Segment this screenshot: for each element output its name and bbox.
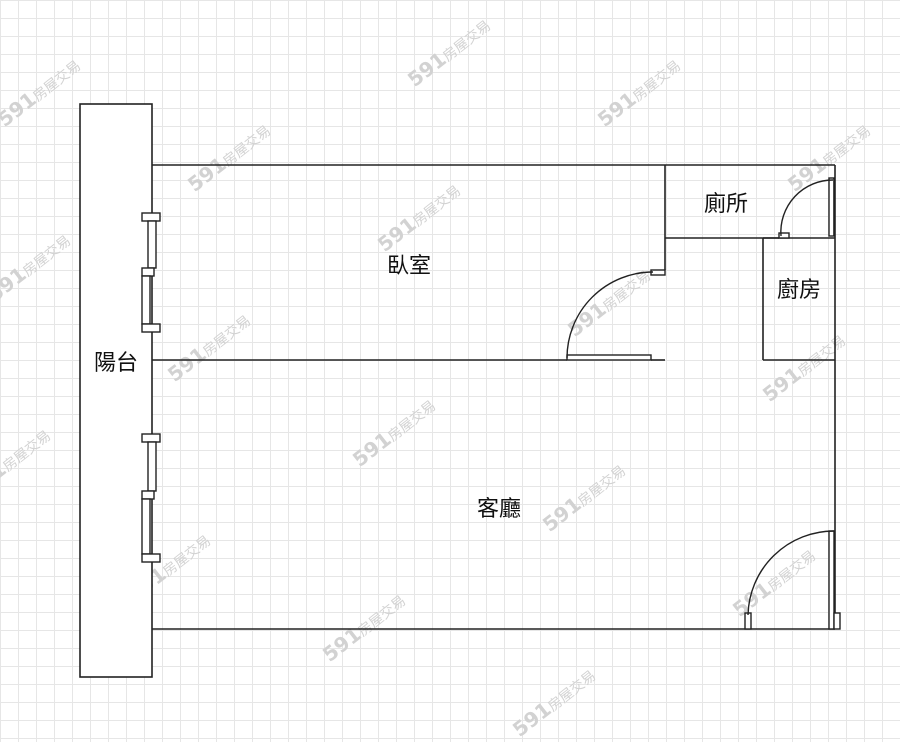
bedroom-door	[566, 269, 666, 361]
balcony-outline	[79, 103, 153, 678]
bedroom-window	[141, 212, 161, 333]
bedroom-label: 臥室	[387, 254, 431, 279]
entrance-door	[744, 530, 841, 630]
living-room-window	[141, 433, 161, 563]
bathroom-label: 廁所	[704, 192, 748, 217]
kitchen-label: 廚房	[777, 278, 821, 303]
bathroom-door	[778, 177, 835, 239]
balcony-label: 陽台	[94, 351, 138, 376]
living-room-label: 客廳	[477, 497, 521, 522]
